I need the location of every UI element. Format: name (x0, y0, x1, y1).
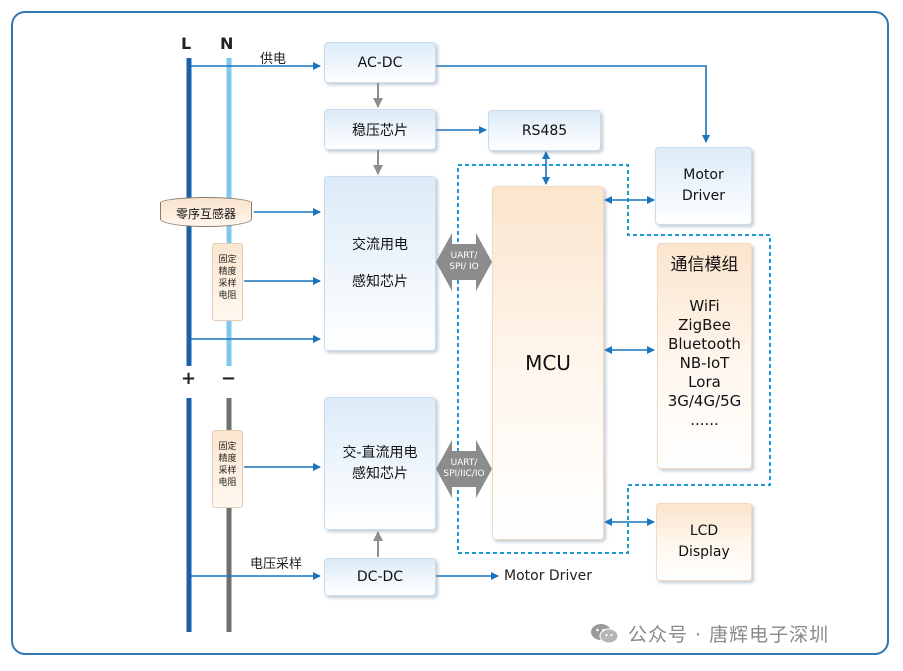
ct-sensor: 零序互感器 (160, 197, 252, 231)
voltage-sampling-label: 电压采样 (250, 557, 303, 572)
mcu-dashed-boundary (457, 164, 771, 554)
sampling-resistor-1: 固定精度采样电阻 (212, 243, 243, 321)
minus-label: − (221, 368, 237, 389)
interface-top-label: UART/SPI/ IO (449, 251, 479, 272)
L-label: L (181, 34, 192, 53)
rs485-box: RS485 (488, 110, 601, 151)
power-supply-label: 供电 (260, 52, 287, 67)
mcu-box: MCU (492, 186, 604, 540)
acdc-sense-chip-box: 交-直流用电感知芯片 (324, 397, 436, 530)
N-label: N (220, 34, 234, 53)
interface-bottom-arrow (436, 440, 492, 498)
ct-sensor-label: 零序互感器 (160, 202, 252, 227)
acdc-box: AC-DC (324, 42, 436, 83)
plus-label: + (181, 368, 197, 389)
regulator-box: 稳压芯片 (324, 109, 436, 150)
sampling-resistor-2: 固定精度采样电阻 (212, 430, 243, 508)
watermark: 公众号 · 唐辉电子深圳 (590, 620, 829, 647)
wechat-icon (591, 623, 619, 643)
dcdc-box: DC-DC (324, 558, 436, 596)
comm-module-title: 通信模组 (670, 255, 739, 275)
diagram-frame (11, 11, 889, 655)
motor-driver-output-label: Motor Driver (504, 568, 592, 584)
interface-bottom-label: UART/SPI/IIC/IO (443, 458, 485, 479)
comm-module-box: 通信模组 WiFi ZigBee Bluetooth NB-IoT Lora 3… (657, 243, 752, 469)
interface-top-arrow (436, 233, 492, 291)
ac-sense-chip-box: 交流用电感知芯片 (324, 176, 436, 351)
acdc-to-motor-arrow (436, 65, 710, 143)
